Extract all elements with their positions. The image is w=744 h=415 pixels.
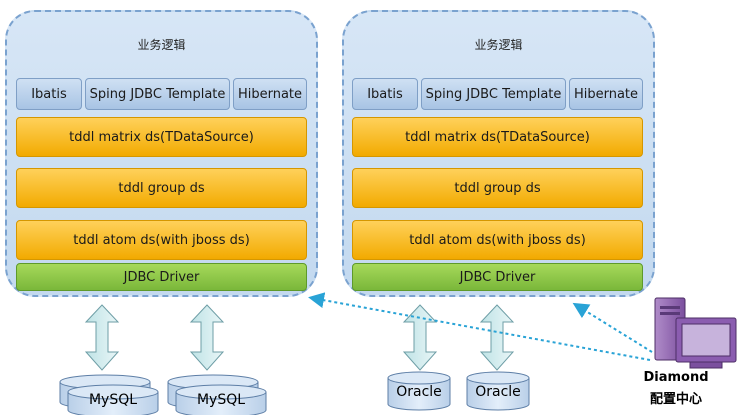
right-ibatis-box: Ibatis bbox=[352, 78, 418, 110]
left-spring-jdbc-box: Sping JDBC Template bbox=[85, 78, 230, 110]
left-panel-title: 业务逻辑 bbox=[137, 38, 186, 52]
right-matrix-box: tddl matrix ds(TDataSource) bbox=[352, 117, 643, 157]
left-mysql-db-2 bbox=[167, 374, 267, 415]
left-hibernate-box: Hibernate bbox=[233, 78, 307, 110]
diamond-subtitle: 配置中心 bbox=[649, 392, 702, 407]
right-oracle-label-1: Oracle bbox=[396, 384, 442, 400]
right-atom-box: tddl atom ds(with jboss ds) bbox=[352, 220, 643, 260]
right-oracle-db-2 bbox=[466, 371, 530, 411]
right-hibernate-box: Hibernate bbox=[569, 78, 643, 110]
left-atom-box: tddl atom ds(with jboss ds) bbox=[16, 220, 307, 260]
right-db-arrow-2 bbox=[479, 304, 515, 371]
left-jdbc-driver-box: JDBC Driver bbox=[16, 263, 307, 291]
right-oracle-label-2: Oracle bbox=[475, 384, 521, 400]
left-ibatis-box: Ibatis bbox=[16, 78, 82, 110]
left-db-arrow-1 bbox=[84, 304, 120, 371]
left-matrix-box: tddl matrix ds(TDataSource) bbox=[16, 117, 307, 157]
left-mysql-label-2: MySQL bbox=[196, 392, 246, 408]
diamond-label: Diamond bbox=[643, 370, 709, 385]
right-oracle-db-1 bbox=[387, 371, 451, 411]
diamond-link-right bbox=[572, 302, 653, 353]
left-db-arrow-2 bbox=[189, 304, 225, 371]
right-spring-jdbc-box: Sping JDBC Template bbox=[421, 78, 566, 110]
diamond-link-left bbox=[308, 292, 651, 361]
left-group-box: tddl group ds bbox=[16, 168, 307, 208]
left-mysql-db-1 bbox=[59, 374, 159, 415]
right-panel-title: 业务逻辑 bbox=[474, 38, 523, 52]
right-group-box: tddl group ds bbox=[352, 168, 643, 208]
left-mysql-label-1: MySQL bbox=[88, 392, 138, 408]
right-db-arrow-1 bbox=[402, 304, 438, 371]
right-jdbc-driver-box: JDBC Driver bbox=[352, 263, 643, 291]
computer-icon bbox=[654, 297, 737, 369]
